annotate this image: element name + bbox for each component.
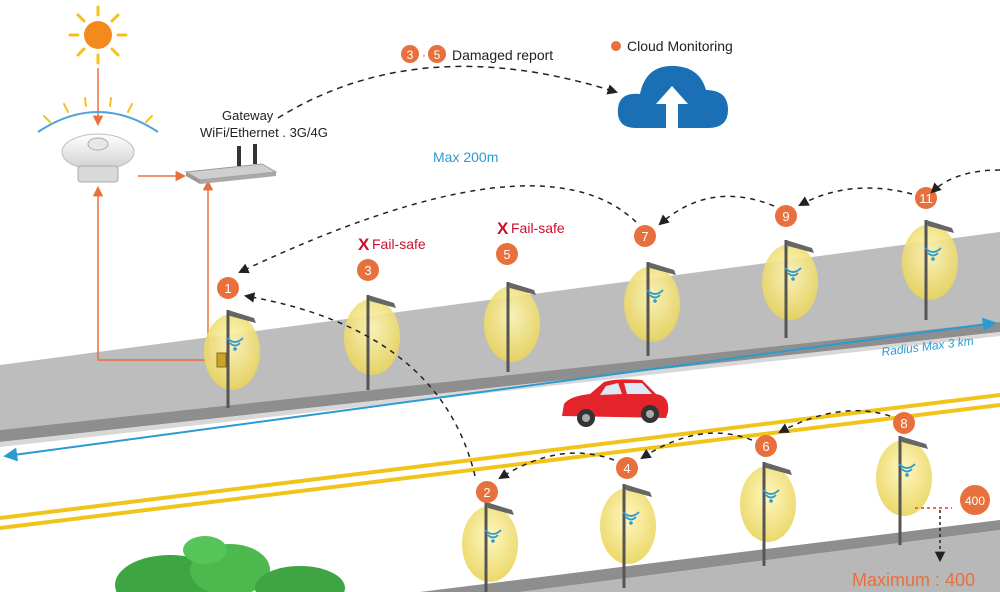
max-range-label: Max 200m	[433, 149, 498, 165]
controller-box	[216, 352, 227, 368]
fail-x-mark: X	[497, 219, 509, 238]
cloud-monitoring-label: Cloud Monitoring	[611, 38, 733, 54]
lamp-node-number: 7	[641, 229, 648, 244]
lamp-node-number: 6	[762, 439, 769, 454]
wiring	[92, 170, 222, 361]
report-node-b: 5	[434, 48, 441, 62]
gateway-to-cloud-link	[277, 65, 619, 119]
lamp-node-number: 2	[483, 485, 490, 500]
light-sensor-icon	[37, 97, 159, 183]
lamp-node-number: 4	[623, 461, 630, 476]
lamp-head	[648, 262, 676, 275]
lamp-node-badge-9: 9	[775, 205, 797, 227]
lamp-head	[786, 240, 814, 253]
street-lamp-9: 9	[762, 205, 818, 338]
lamp-node-badge-6: 6	[755, 435, 777, 457]
svg-text:·: ·	[422, 48, 426, 62]
lamp-node-badge-7: 7	[634, 225, 656, 247]
street-lamp-7: 7	[624, 225, 680, 356]
end-node-400: 400	[915, 485, 990, 563]
lamp-glow	[876, 440, 932, 516]
street-lamp-6: 6	[740, 435, 796, 566]
lamp-node-badge-4: 4	[616, 457, 638, 479]
lamp-head	[764, 462, 792, 475]
lamp-glow	[740, 466, 796, 542]
damaged-report-label: 3 · 5 Damaged report	[401, 45, 553, 63]
failsafe-text: Fail-safe	[372, 236, 426, 252]
lamp-node-number: 11	[919, 191, 933, 206]
lamp-glow	[204, 314, 260, 390]
lamp-node-number: 8	[900, 416, 907, 431]
cloud-monitoring-text: Cloud Monitoring	[627, 38, 733, 54]
lamp-glow	[484, 286, 540, 362]
maximum-label: Maximum : 400	[852, 570, 975, 590]
fail-x-mark: X	[358, 235, 370, 254]
lamp-glow	[462, 506, 518, 582]
wifi-icon	[924, 247, 942, 261]
lamp-glow	[344, 299, 400, 375]
lamp-glow	[600, 488, 656, 564]
cloud-upload-icon	[617, 65, 728, 128]
street-lamp-4: 4	[600, 457, 656, 588]
wifi-icon	[762, 489, 780, 503]
lamp-head	[368, 295, 396, 308]
end-node-400-label: 400	[965, 494, 985, 508]
lamp-head	[486, 502, 514, 515]
tree-foliage	[115, 536, 345, 592]
wifi-icon	[646, 289, 664, 303]
lamp-glow	[762, 244, 818, 320]
lamp-node-number: 5	[503, 247, 510, 262]
lamp-head	[624, 484, 652, 497]
lamp-head	[900, 436, 928, 449]
gateway-title: Gateway	[222, 108, 274, 123]
lamp-node-number: 9	[782, 209, 789, 224]
wifi-icon	[784, 267, 802, 281]
lamp-glow	[624, 266, 680, 342]
lamp-node-badge-5: 5	[496, 243, 518, 265]
wifi-icon	[622, 511, 640, 525]
mesh-hop-links	[238, 169, 1000, 480]
lamp-node-number: 1	[224, 281, 231, 296]
wifi-icon	[898, 463, 916, 477]
lamp-head	[508, 282, 536, 295]
lower-sidewalk	[420, 520, 1000, 592]
lamp-head	[228, 310, 256, 323]
car-icon	[562, 379, 669, 427]
lamp-node-badge-2: 2	[476, 481, 498, 503]
wifi-icon	[226, 337, 244, 351]
wifi-icon	[484, 529, 502, 543]
street-lamp-11: 11	[902, 187, 958, 320]
gateway-protocols: WiFi/Ethernet . 3G/4G	[200, 125, 328, 140]
sun-icon	[68, 5, 128, 65]
lamp-node-badge-1: 1	[217, 277, 239, 299]
lamp-node-badge-8: 8	[893, 412, 915, 434]
street-lamp-8: 8	[876, 412, 932, 545]
lamp-glow	[902, 224, 958, 300]
radius-indicator	[3, 317, 997, 462]
street-lamp-2: 2	[462, 481, 518, 592]
gateway-router-icon	[184, 144, 278, 184]
damaged-report-text: Damaged report	[452, 47, 553, 63]
failsafe-text: Fail-safe	[511, 220, 565, 236]
lamp-node-number: 3	[364, 263, 371, 278]
lamp-head	[926, 220, 954, 233]
report-node-a: 3	[407, 48, 414, 62]
lamp-node-badge-3: 3	[357, 259, 379, 281]
street-lamp-1: 1	[204, 277, 260, 408]
